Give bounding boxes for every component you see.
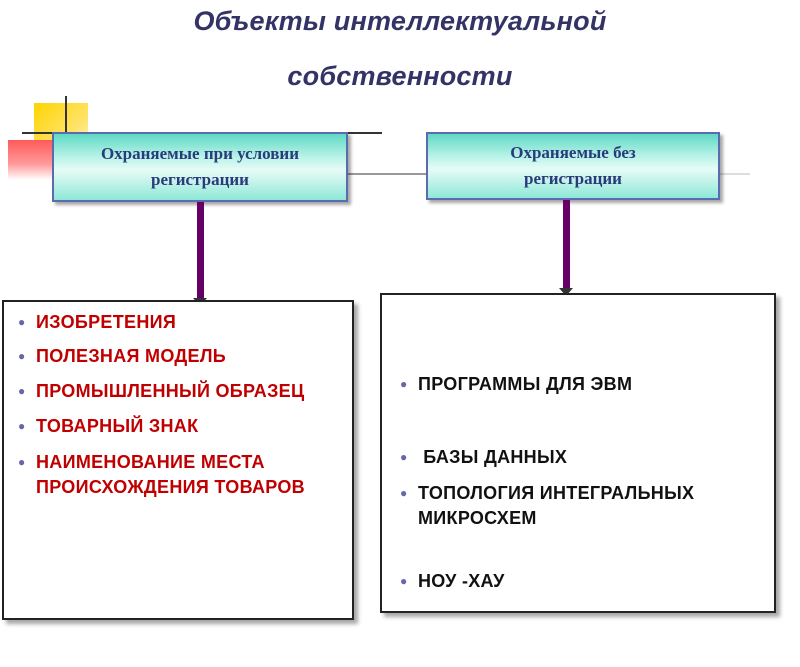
list-item-text: ПРОМЫШЛЕННЫЙ ОБРАЗЕЦ — [36, 381, 305, 401]
list-item: ● НОУ -ХАУ — [400, 569, 505, 594]
list-item: ● БАЗЫ ДАННЫХ — [400, 445, 568, 470]
header-right-line-2: регистрации — [524, 169, 622, 188]
bullet-icon: ● — [18, 384, 26, 398]
list-item: ● НАИМЕНОВАНИЕ МЕСТА ПРОИСХОЖДЕНИЯ ТОВАРОВ — [18, 450, 305, 500]
bullet-icon: ● — [18, 315, 26, 329]
header-connector-tail — [720, 173, 750, 175]
header-right-line-1: Охраняемые без — [510, 143, 636, 162]
list-item-text: НОУ -ХАУ — [418, 571, 505, 591]
list-item-text: ИЗОБРЕТЕНИЯ — [36, 312, 177, 332]
list-item: ● ПОЛЕЗНАЯ МОДЕЛЬ — [18, 344, 226, 369]
bullet-icon: ● — [400, 486, 408, 500]
unregistered-objects-list: ●ПРОГРАММЫ ДЛЯ ЭВМ● БАЗЫ ДАННЫХ●ТОПОЛОГИ… — [380, 293, 776, 613]
list-item-text: ПОЛЕЗНАЯ МОДЕЛЬ — [36, 346, 226, 366]
list-item-text: ПРОГРАММЫ ДЛЯ ЭВМ — [418, 374, 633, 394]
list-item-text: ПРОИСХОЖДЕНИЯ ТОВАРОВ — [36, 477, 305, 497]
diagram-title-line-1: Объекты интеллектуальной — [193, 6, 607, 36]
list-item: ● ТОВАРНЫЙ ЗНАК — [18, 414, 199, 439]
bullet-icon: ● — [400, 450, 408, 464]
list-item-text: МИКРОСХЕМ — [418, 508, 537, 528]
list-item: ● ТОПОЛОГИЯ ИНТЕГРАЛЬНЫХ МИКРОСХЕМ — [400, 481, 695, 531]
bullet-icon: ● — [18, 349, 26, 363]
list-item-text: ТОПОЛОГИЯ ИНТЕГРАЛЬНЫХ — [418, 483, 695, 503]
list-item: ● ИЗОБРЕТЕНИЯ — [18, 310, 177, 335]
list-item: ● ПРОМЫШЛЕННЫЙ ОБРАЗЕЦ — [18, 379, 305, 404]
list-item-text: БАЗЫ ДАННЫХ — [418, 447, 568, 467]
arrow-left-stem — [197, 202, 204, 300]
header-left-line-2: регистрации — [151, 170, 249, 189]
diagram-title-line-2: собственности — [287, 61, 513, 91]
header-box-registered: Охраняемые при условии регистрации — [52, 132, 348, 202]
bullet-icon: ● — [400, 574, 408, 588]
header-box-unregistered: Охраняемые без регистрации — [426, 132, 720, 200]
registered-objects-list: ● ИЗОБРЕТЕНИЯ ● ПОЛЕЗНАЯ МОДЕЛЬ ● ПРОМЫШЛЕННЫ… — [2, 300, 354, 620]
arrow-down-icon — [559, 288, 573, 296]
list-item: ● ПРОГРАММЫ ДЛЯ ЭВМ — [400, 372, 633, 397]
list-item-text: ТОВАРНЫЙ ЗНАК — [36, 416, 199, 436]
bullet-icon: ● — [18, 419, 26, 433]
bullet-icon: ● — [400, 377, 408, 391]
header-connector-line — [348, 173, 428, 175]
bullet-icon: ● — [18, 455, 26, 469]
header-left-line-1: Охраняемые при условии — [100, 144, 300, 163]
arrow-right-stem — [563, 200, 570, 290]
list-item-text: НАИМЕНОВАНИЕ МЕСТА — [36, 452, 265, 472]
